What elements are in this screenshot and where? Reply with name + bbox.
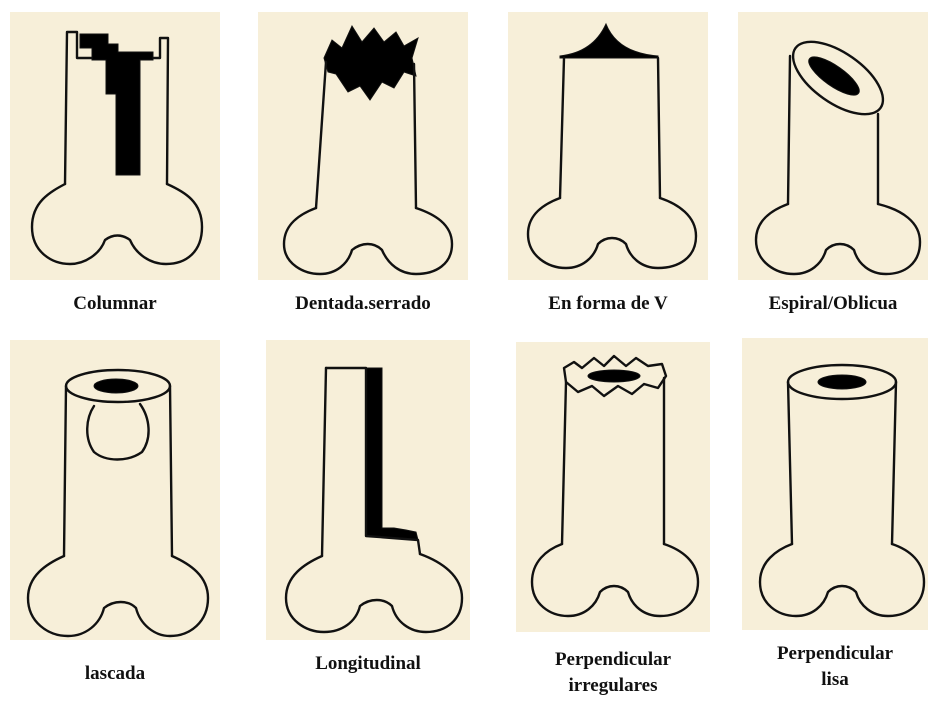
panel-longitudinal (266, 340, 470, 640)
panel-lascada (10, 340, 220, 640)
label-perpendicular-lisa-2: lisa (742, 668, 928, 692)
panel-perpendicular-irregulares (516, 342, 710, 632)
panel-perpendicular-lisa (742, 338, 928, 630)
panel-dentada-serrado (258, 12, 468, 280)
label-en-forma-de-v: En forma de V (508, 292, 708, 316)
perpendicular-irregulares-bone-drawing (516, 342, 710, 632)
perpendicular-lisa-bone-drawing (742, 338, 928, 630)
espiral-oblicua-bone-drawing (738, 12, 928, 280)
label-columnar: Columnar (10, 292, 220, 316)
lascada-bone-drawing (10, 340, 220, 640)
label-perpendicular-lisa-1: Perpendicular (742, 642, 928, 666)
label-longitudinal: Longitudinal (266, 652, 470, 676)
panel-en-forma-de-v (508, 12, 708, 280)
label-perpendicular-irregulares-1: Perpendicular (516, 648, 710, 672)
dentada-serrado-bone-drawing (258, 12, 468, 280)
longitudinal-bone-drawing (266, 340, 470, 640)
en-forma-de-v-bone-drawing (508, 12, 708, 280)
label-dentada-serrado: Dentada.serrado (258, 292, 468, 316)
panel-columnar (10, 12, 220, 280)
label-perpendicular-irregulares-2: irregulares (516, 674, 710, 698)
label-lascada: lascada (10, 662, 220, 686)
panel-espiral-oblicua (738, 12, 928, 280)
columnar-bone-drawing (10, 12, 220, 280)
label-espiral-oblicua: Espiral/Oblicua (738, 292, 928, 316)
